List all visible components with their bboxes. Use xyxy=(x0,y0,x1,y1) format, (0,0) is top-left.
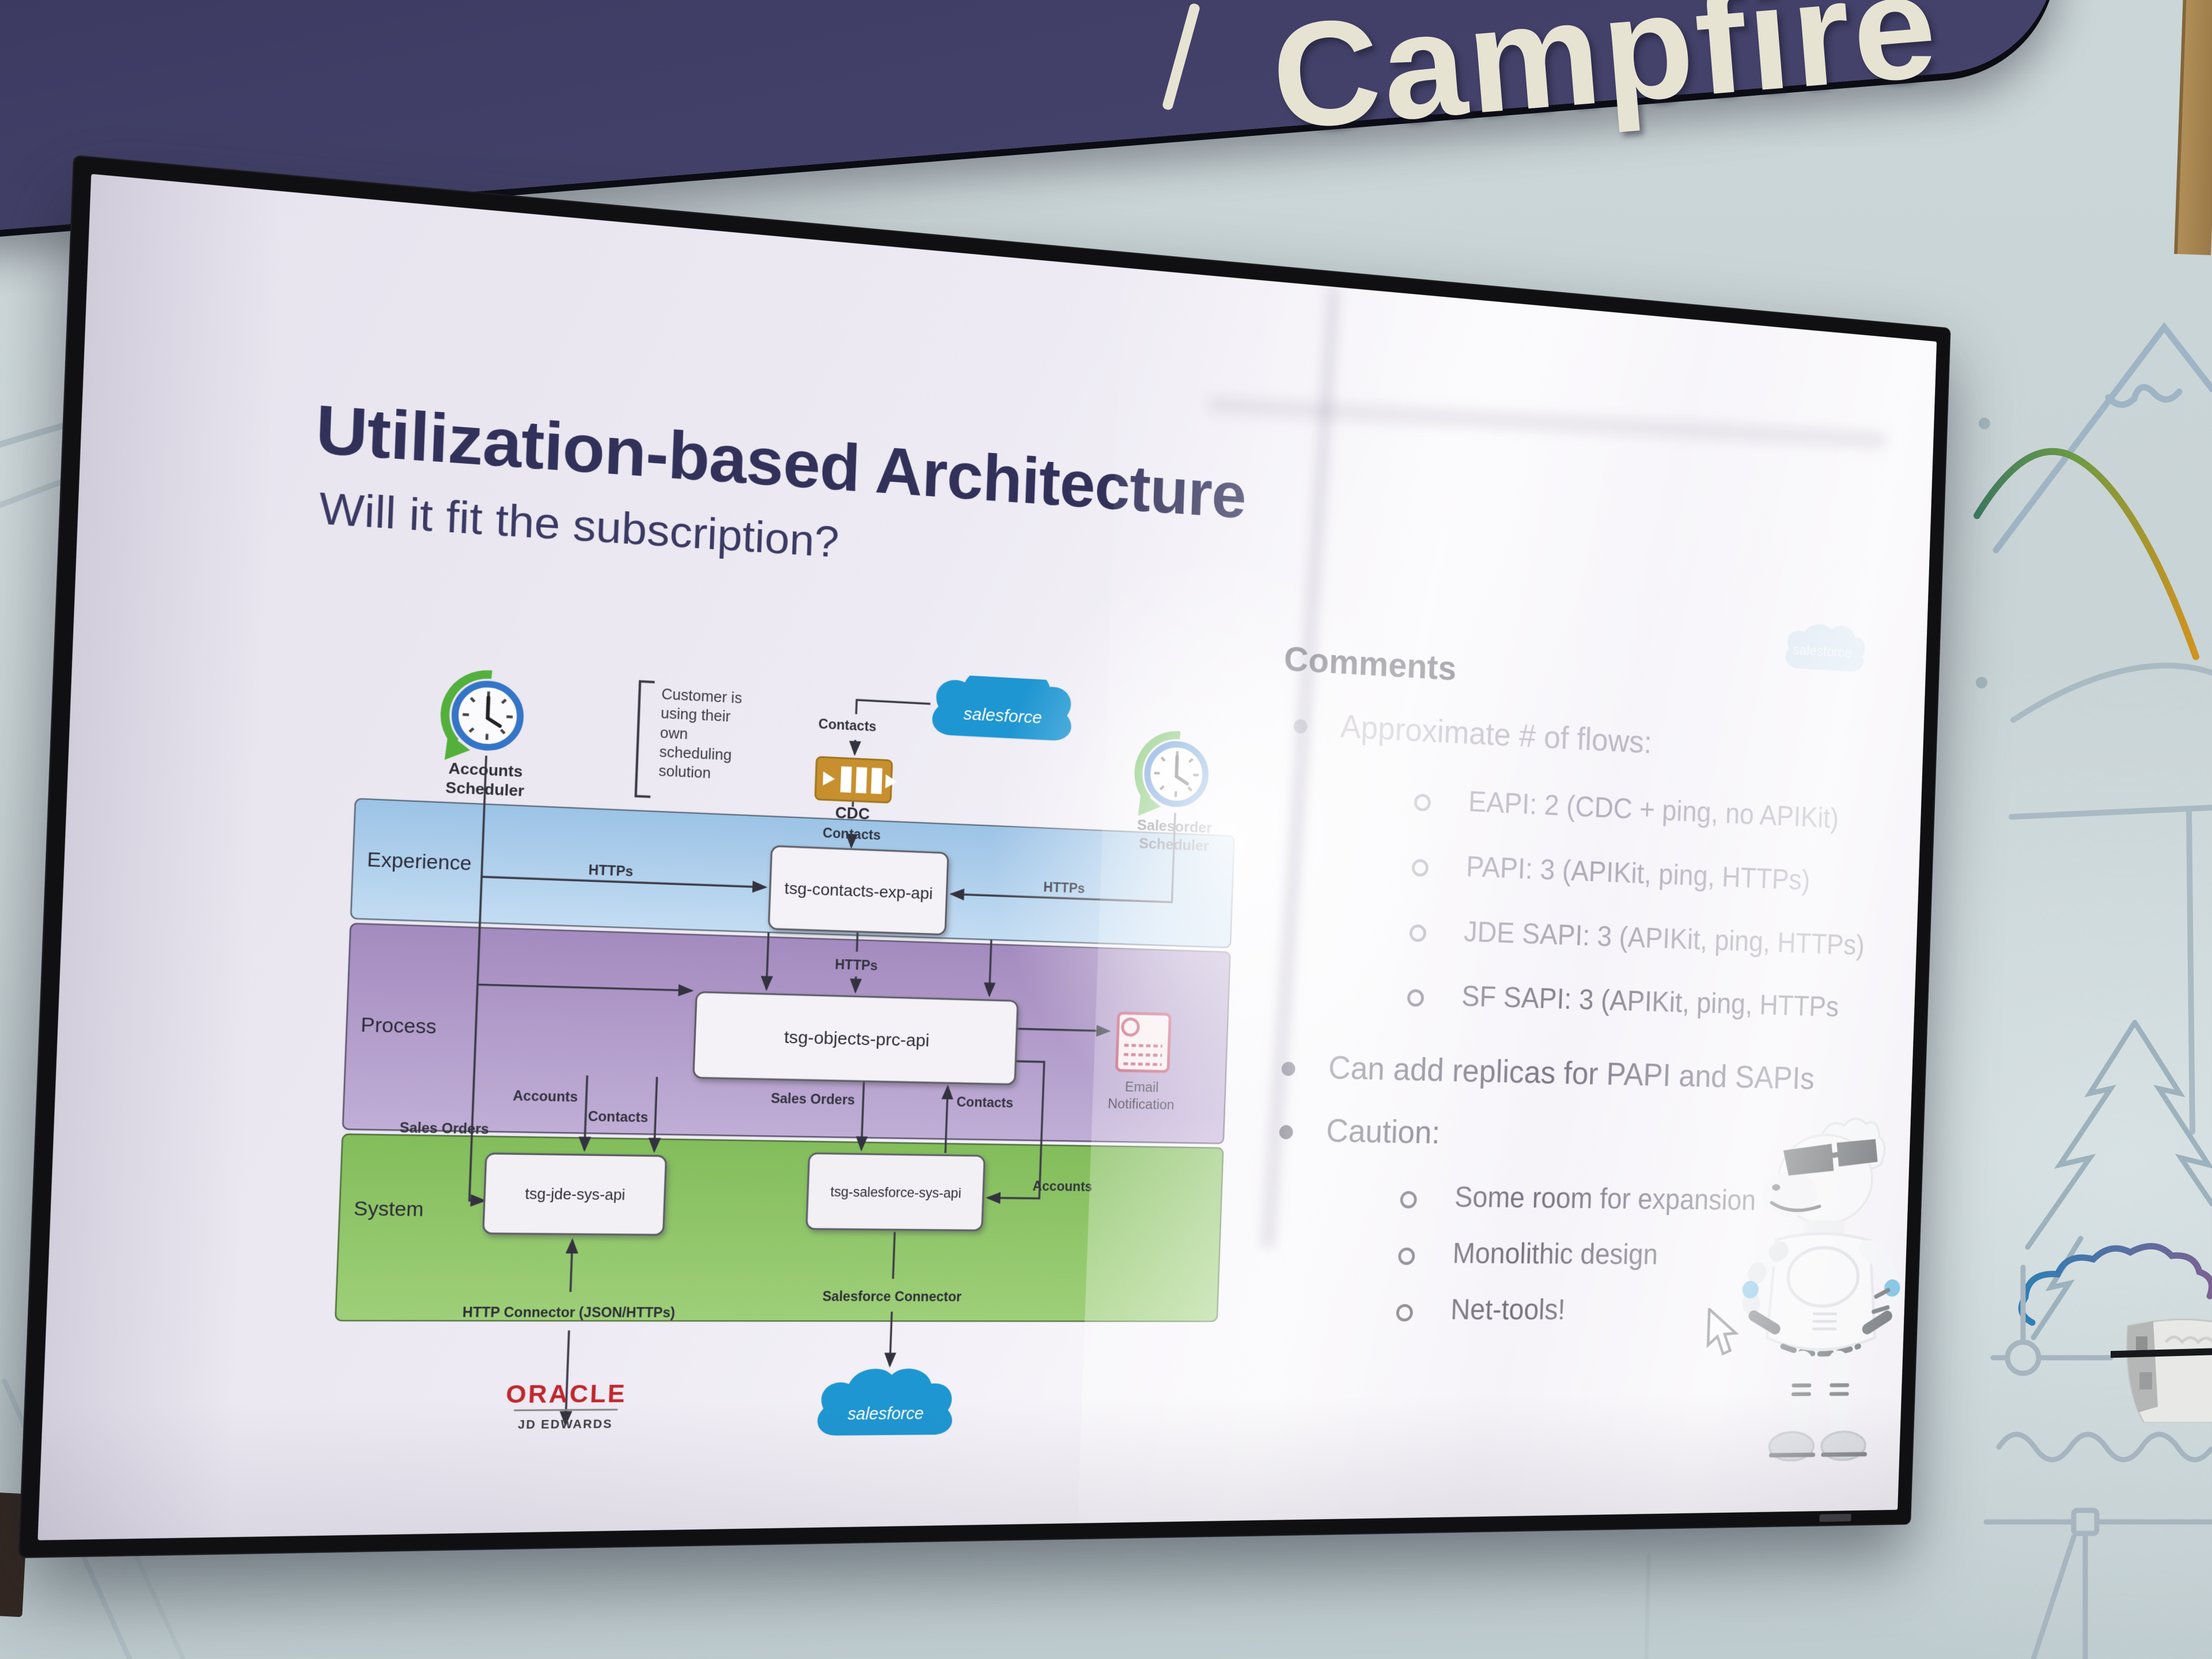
layer-label-process: Process xyxy=(361,1014,437,1038)
flow-label-sales-orders: Sales Orders xyxy=(771,1091,855,1108)
comment-text: EAPI: 2 (CDC + ping, no APIKit) xyxy=(1468,785,1839,834)
svg-text:salesforce: salesforce xyxy=(847,1404,924,1423)
email-notification-label: Notification xyxy=(1108,1096,1175,1113)
wall-fixture-slot xyxy=(2139,1372,2152,1389)
flow-label-https: HTTPs xyxy=(1043,880,1085,897)
sf-api-box xyxy=(806,1153,984,1230)
wall-fixture-panel xyxy=(2127,1321,2158,1412)
arc-doodle xyxy=(2010,662,2212,723)
accounts-scheduler-clock-icon xyxy=(444,672,522,763)
cdc-icon xyxy=(815,757,897,803)
line-doodle xyxy=(1644,1553,1651,1659)
pine-tree-doodle xyxy=(2025,1020,2212,1340)
note-line: own xyxy=(660,725,688,742)
prc-api-box xyxy=(694,992,1018,1085)
window-frame-shadow xyxy=(1208,397,1886,448)
hill-arc-doodle xyxy=(1974,448,2199,660)
note-line: Customer is xyxy=(661,687,743,707)
http-connector-label: HTTP Connector (JSON/HTTPs) xyxy=(462,1305,675,1321)
salesforce-cloud-logo: salesforce xyxy=(817,1368,955,1436)
oracle-logo: ORACLE JD EDWARDS xyxy=(506,1380,627,1431)
svg-text:JD EDWARDS: JD EDWARDS xyxy=(518,1417,613,1431)
comment-text: Some room for expansion xyxy=(1454,1181,1757,1216)
wall-fixture xyxy=(2095,1317,2212,1424)
screen-shade xyxy=(37,173,283,1540)
line-doodle xyxy=(2009,805,2212,820)
comment-text: Approximate # of flows: xyxy=(1339,708,1653,760)
comment-item: JDE SAPI: 3 (APIKit, ping, HTTPs) xyxy=(1274,908,1935,964)
comment-text: Net-tools! xyxy=(1450,1293,1566,1326)
exp-api-box xyxy=(768,846,948,935)
system-layer-band xyxy=(335,1134,1223,1321)
cdc-label: CDC xyxy=(835,804,870,823)
wall-fixture-bar xyxy=(2095,1348,2212,1358)
salesorder-scheduler-label: Salesorder xyxy=(1137,816,1213,836)
flow-label-sales-orders: Sales Orders xyxy=(399,1120,489,1138)
presentation-slide: Utilization-based Architecture Will it f… xyxy=(37,174,1937,1540)
comment-item: Approximate # of flows: xyxy=(1281,704,1937,775)
svg-text:ORACLE: ORACLE xyxy=(506,1380,627,1409)
comment-item: EAPI: 2 (CDC + ping, no APIKit) xyxy=(1279,776,1937,839)
note-line: using their xyxy=(661,706,731,725)
jde-api-label: tsg-jde-sys-api xyxy=(525,1186,626,1203)
note-line: scheduling xyxy=(659,744,732,763)
salesorder-scheduler-clock-icon xyxy=(1137,733,1207,819)
line-doodle xyxy=(2186,809,2195,1135)
flow-label-accounts: Accounts xyxy=(513,1088,578,1105)
comment-item: SF SAPI: 3 (APIKit, ping, HTTPs xyxy=(1272,974,1933,1025)
salesforce-cloud-logo: salesforce xyxy=(931,665,1074,741)
note-bracket xyxy=(636,681,655,797)
comment-text: PAPI: 3 (APIKit, ping, HTTPs) xyxy=(1465,850,1811,896)
comment-text: Can add replicas for PAPI and SAPIs xyxy=(1327,1050,1815,1096)
wall-fixture-scallop xyxy=(2165,1335,2212,1344)
comment-text: Caution: xyxy=(1325,1112,1441,1151)
tv-ir-sensor xyxy=(1819,1513,1851,1522)
comment-text: SF SAPI: 3 (APIKit, ping, HTTPs xyxy=(1461,980,1839,1022)
banner-partial-glyph xyxy=(1161,2,1201,111)
flow-label-contacts: Contacts xyxy=(588,1109,649,1126)
comment-item: Can add replicas for PAPI and SAPIs xyxy=(1269,1048,1931,1099)
mountain-doodle xyxy=(1993,321,2212,554)
email-notification-icon xyxy=(1116,1013,1170,1071)
flow-label-accounts: Accounts xyxy=(1032,1179,1092,1194)
flow-label-contacts: Contacts xyxy=(823,825,881,843)
sf-api-label: tsg-salesforce-sys-api xyxy=(830,1184,961,1201)
svg-text:salesforce: salesforce xyxy=(963,704,1043,728)
flow-label-https: HTTPs xyxy=(835,957,878,974)
comment-item: PAPI: 3 (APIKit, ping, HTTPs) xyxy=(1277,842,1937,902)
jde-api-box xyxy=(483,1153,666,1234)
robot-mascot xyxy=(1719,1110,1922,1482)
cloud-doodle xyxy=(2018,1243,2212,1326)
architecture-diagram: Experience Process System xyxy=(327,642,1259,1488)
flow-label-contacts: Contacts xyxy=(818,717,877,735)
mouse-cursor-icon xyxy=(1706,1308,1745,1358)
layer-label-experience: Experience xyxy=(367,849,472,875)
email-notification-label: Email xyxy=(1124,1079,1158,1095)
flow-label-contacts: Contacts xyxy=(956,1094,1013,1111)
comment-text: Monolithic design xyxy=(1452,1237,1658,1271)
tv-screen: Utilization-based Architecture Will it f… xyxy=(20,156,1950,1557)
salesforce-connector-label: Salesforce Connector xyxy=(822,1289,961,1305)
prc-api-label: tsg-objects-prc-api xyxy=(784,1027,930,1051)
flow-label-https: HTTPs xyxy=(588,862,634,880)
salesorder-scheduler-label: Scheduler xyxy=(1139,835,1210,854)
accounts-scheduler-label: Accounts xyxy=(448,759,523,780)
accounts-scheduler-label: Scheduler xyxy=(445,779,525,800)
circuit-doodle xyxy=(1983,1264,2212,1659)
comment-text: JDE SAPI: 3 (APIKit, ping, HTTPs) xyxy=(1463,915,1865,961)
note-line: solution xyxy=(658,763,711,782)
layer-label-system: System xyxy=(353,1198,424,1221)
